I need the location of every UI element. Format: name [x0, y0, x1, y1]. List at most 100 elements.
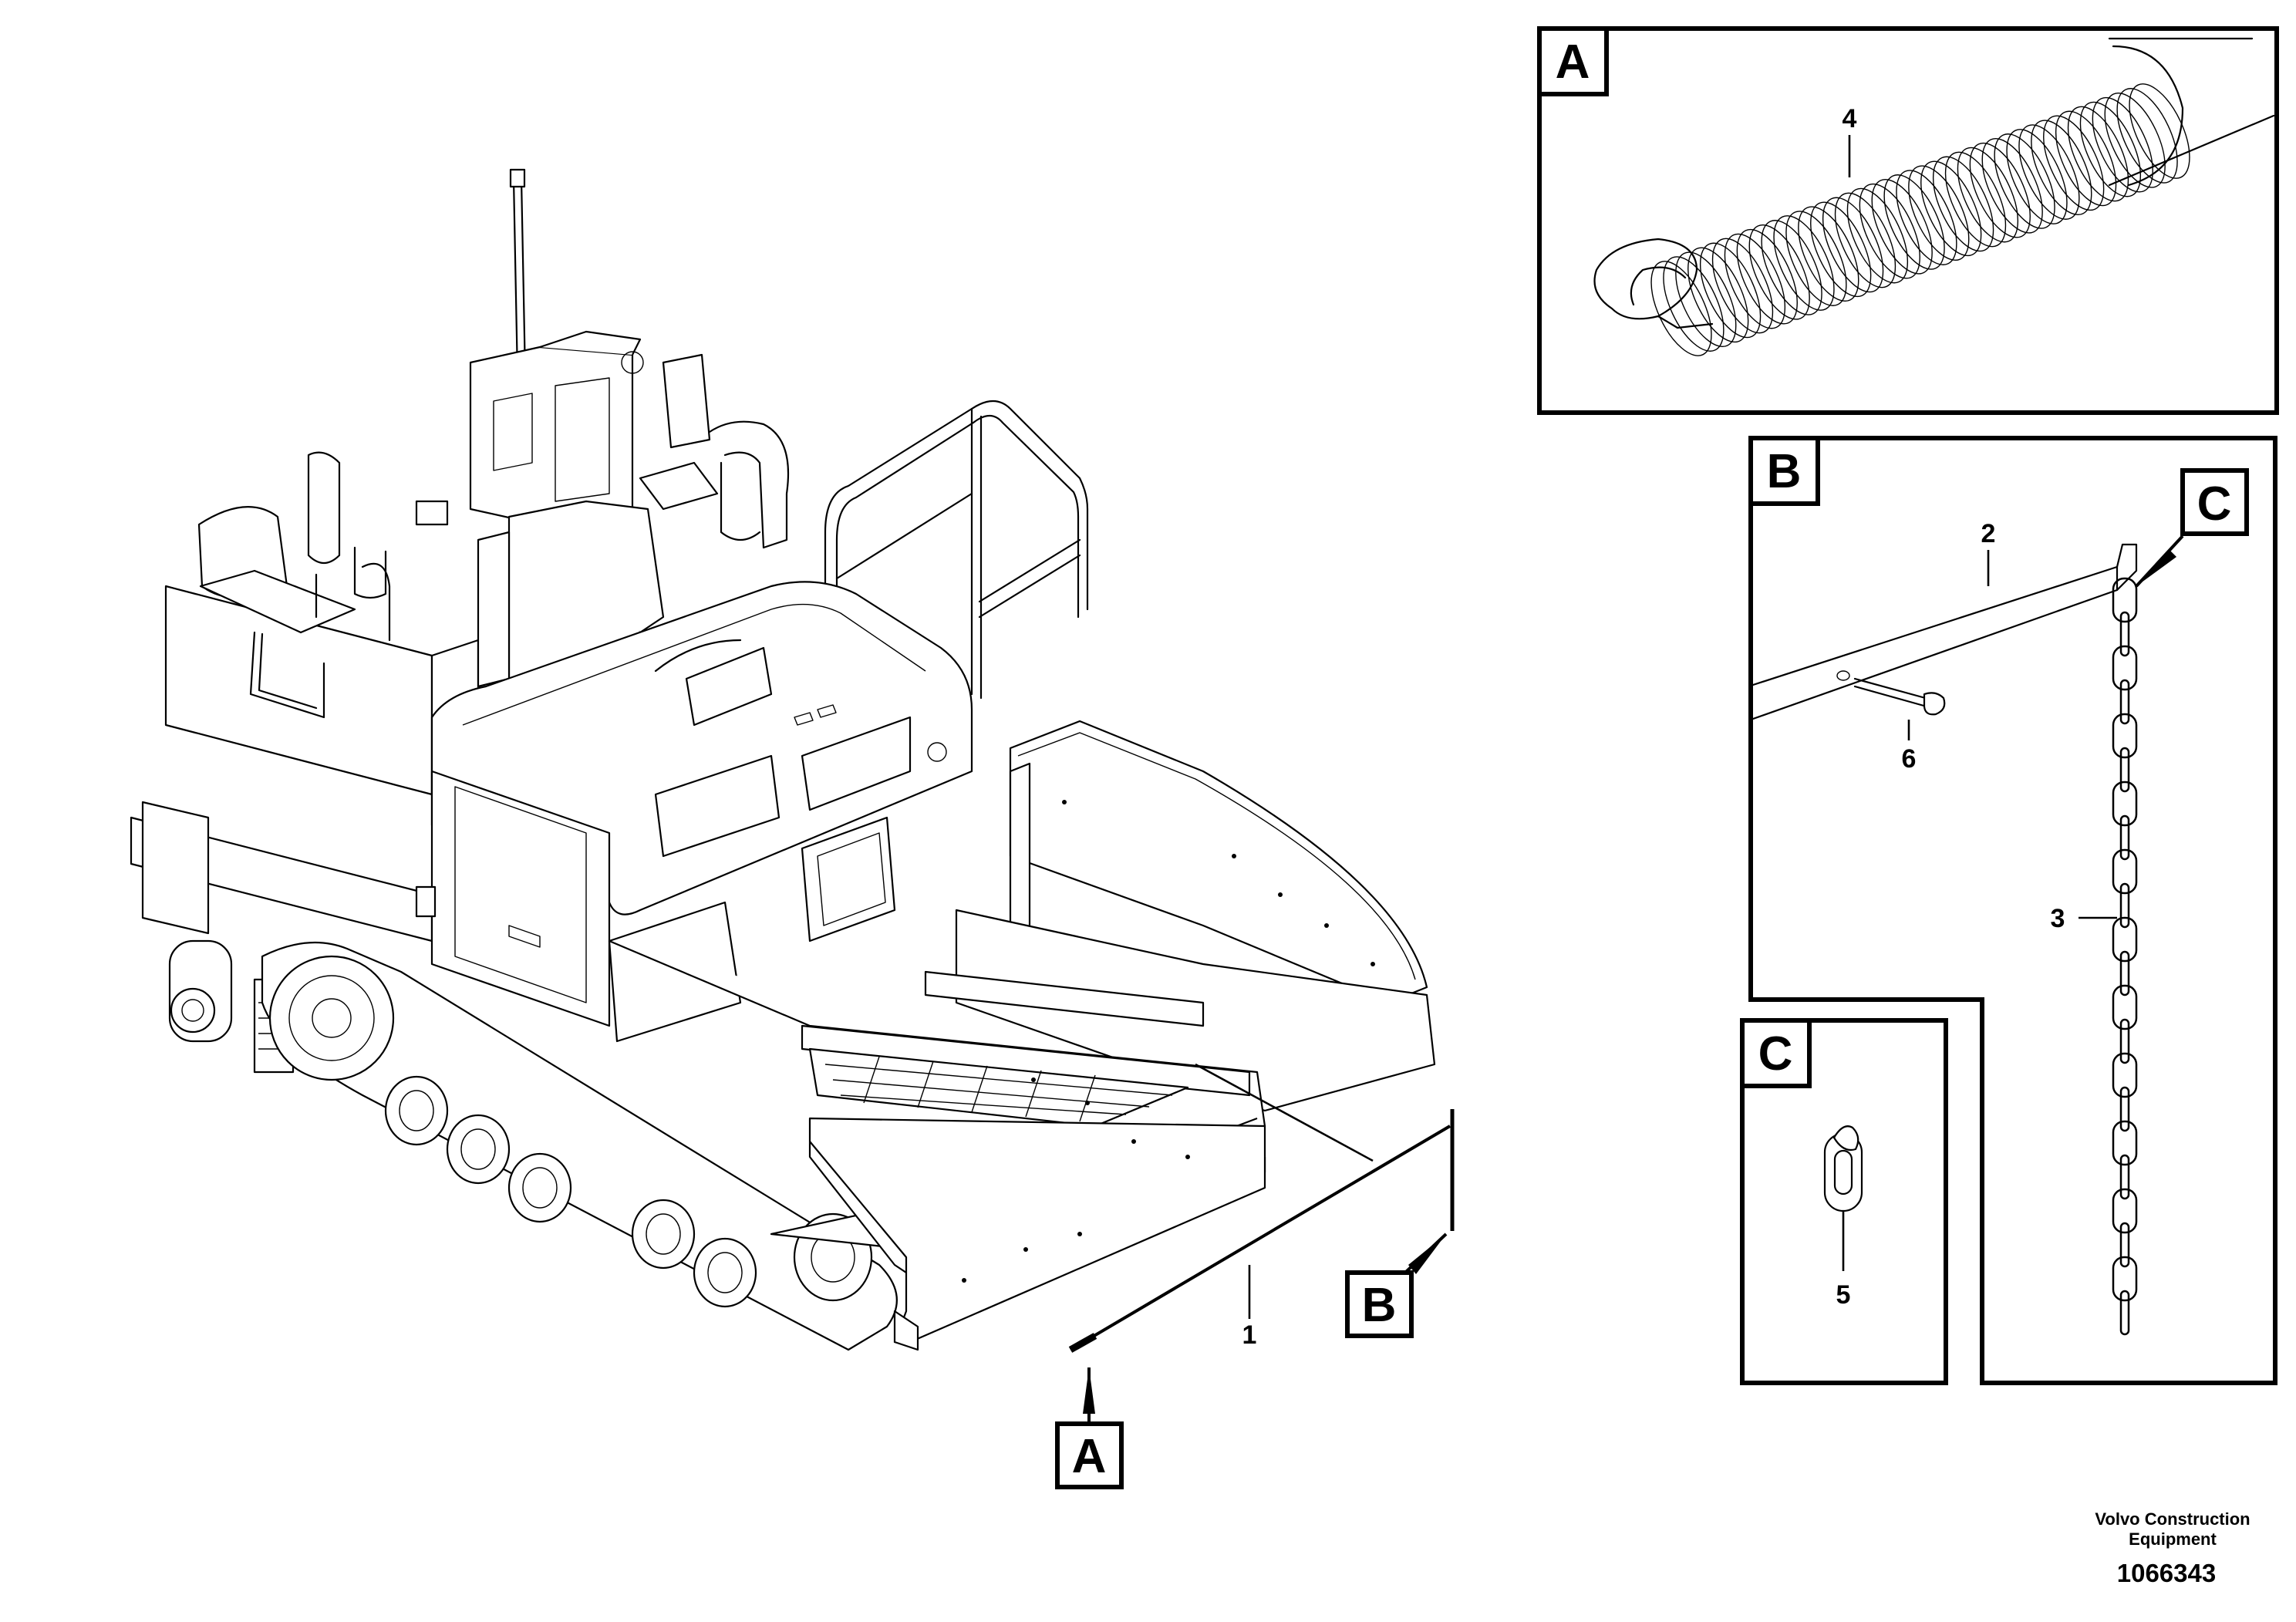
spring-coil-loop [1908, 165, 1970, 261]
spring-coil-loop [2104, 92, 2166, 188]
spring-coil-loop [1932, 156, 1994, 252]
label-c-ref: C [2197, 477, 2232, 531]
chain-link-segment [2119, 1086, 2130, 1132]
spring-coil-loop [1711, 238, 1774, 334]
drawing-number: 1066343 [2117, 1559, 2216, 1587]
spring-coil-loop [2129, 83, 2190, 179]
detail-b-letter: B [1767, 445, 1802, 498]
spring-coil-loop [1883, 174, 1945, 270]
spring-coil [1593, 37, 2275, 356]
crawler-track [261, 941, 898, 1351]
spring-coil-loop [1785, 211, 1847, 306]
chain-link-segment [2119, 1154, 2130, 1200]
detail-a-frame [1537, 26, 2279, 415]
chain-link-segment [2112, 916, 2138, 963]
detail-b-frame [1748, 436, 2277, 1385]
chain-link-segment [2119, 747, 2130, 793]
chain [2112, 577, 2138, 1336]
chain-link-segment [2112, 577, 2138, 623]
detail-a-letter: A [1556, 35, 1590, 89]
spring-coil-loop [2055, 110, 2117, 207]
callout-2: 2 [1981, 519, 1996, 548]
spring-coil-loop [1724, 233, 1786, 329]
spring-coil-loop [1736, 228, 1798, 325]
stringline-rod [1069, 1125, 1451, 1351]
callout-5: 5 [1836, 1280, 1851, 1310]
detail-c-tag [1740, 1018, 1812, 1088]
spring-coil-loop [1944, 151, 2007, 248]
label-box-b-main [1345, 1270, 1414, 1338]
callout-4: 4 [1843, 104, 1857, 133]
spring-coil-loop [1761, 220, 1822, 315]
chain-link-segment [2119, 882, 2130, 929]
label-box-a-main [1055, 1421, 1124, 1489]
spring-coil-loop [1748, 224, 1810, 320]
spring-coil-loop [1798, 206, 1859, 302]
chain-link-segment [2112, 984, 2138, 1030]
chain-link-segment [2112, 713, 2138, 759]
detail-a-panel: A 4 [1537, 26, 2279, 415]
chain-link-segment [2119, 679, 2130, 725]
spring-coil-loop [1994, 133, 2055, 229]
paver-machine-illustration [130, 168, 1436, 1351]
chain-link-segment [2112, 1052, 2138, 1098]
spring-coil-loop [2006, 129, 2068, 224]
spring-coil-loop [2079, 101, 2142, 197]
spring-coil-loop [1920, 160, 1982, 257]
spring-coil-loop [1859, 183, 1920, 279]
company-name-line2: Equipment [2129, 1529, 2217, 1549]
spring-coil-loop [1981, 137, 2043, 234]
chain-link-segment [2112, 848, 2138, 895]
chain-link-segment [2112, 1256, 2138, 1302]
callout-1: 1 [1242, 1320, 1257, 1350]
safety-railing [824, 400, 1089, 700]
chain-link-segment [2112, 645, 2138, 691]
material-hopper [608, 720, 1436, 1351]
chain-link-segment [2119, 950, 2130, 996]
chassis [130, 585, 480, 1074]
stringline-assembly [1068, 1063, 1455, 1353]
spring-coil-loop [2031, 120, 2092, 216]
detail-b-tag [1748, 436, 1820, 506]
chain-link-segment [2119, 1290, 2130, 1336]
spring-coil-loop [1969, 142, 2031, 238]
spring-coil-loop [2043, 115, 2105, 211]
chain-link-segment [2112, 1188, 2138, 1234]
chain-link-segment [2119, 1222, 2130, 1268]
chain-link-segment [2112, 1120, 2138, 1166]
callout-3: 3 [2051, 904, 2065, 933]
chain-link-segment [2112, 781, 2138, 827]
spring-coil-loop [2116, 88, 2178, 184]
company-name-line1: Volvo Construction [2095, 1509, 2250, 1529]
spring-coil-loop [2067, 106, 2129, 202]
callout-6: 6 [1902, 744, 1917, 774]
spring-coil-loop [2018, 124, 2080, 220]
spring-coil-loop [1675, 251, 1737, 348]
spring-coil-loop [1896, 170, 1957, 265]
detail-c-panel: C 5 [1740, 1018, 1948, 1385]
chain-link-segment [2119, 814, 2130, 861]
spring-coil-loop [1834, 192, 1896, 288]
spring-coil-loop [1957, 147, 2019, 243]
bolt [1836, 670, 1946, 716]
label-a-main: A [1072, 1430, 1107, 1483]
spring-coil-loop [1687, 247, 1749, 343]
chain-link [1823, 1125, 1863, 1212]
hopper-bolts [962, 800, 1375, 1283]
stringline-rod-tip [1068, 1333, 1097, 1353]
spring-coil-loop [1663, 256, 1725, 352]
spring-coil-loop [1846, 187, 1909, 284]
chain-link-segment [2119, 611, 2130, 657]
detail-b-panel: B 2 6 3 C [1748, 436, 2277, 1385]
left-operator-seat [197, 451, 391, 719]
label-box-c-ref [2180, 468, 2249, 536]
spring-coil-loop [1773, 215, 1835, 311]
right-operator-seat [639, 353, 790, 549]
side-door-panel [415, 770, 611, 1027]
title-block: Volvo Construction Equipment 1066343 [2095, 1509, 2250, 1587]
spring-coil-loop [1699, 242, 1762, 339]
stringline-bar [1752, 543, 2138, 720]
main-view-labels: 1 A B [1055, 1233, 1448, 1489]
spring-coil-loop [1871, 178, 1933, 275]
